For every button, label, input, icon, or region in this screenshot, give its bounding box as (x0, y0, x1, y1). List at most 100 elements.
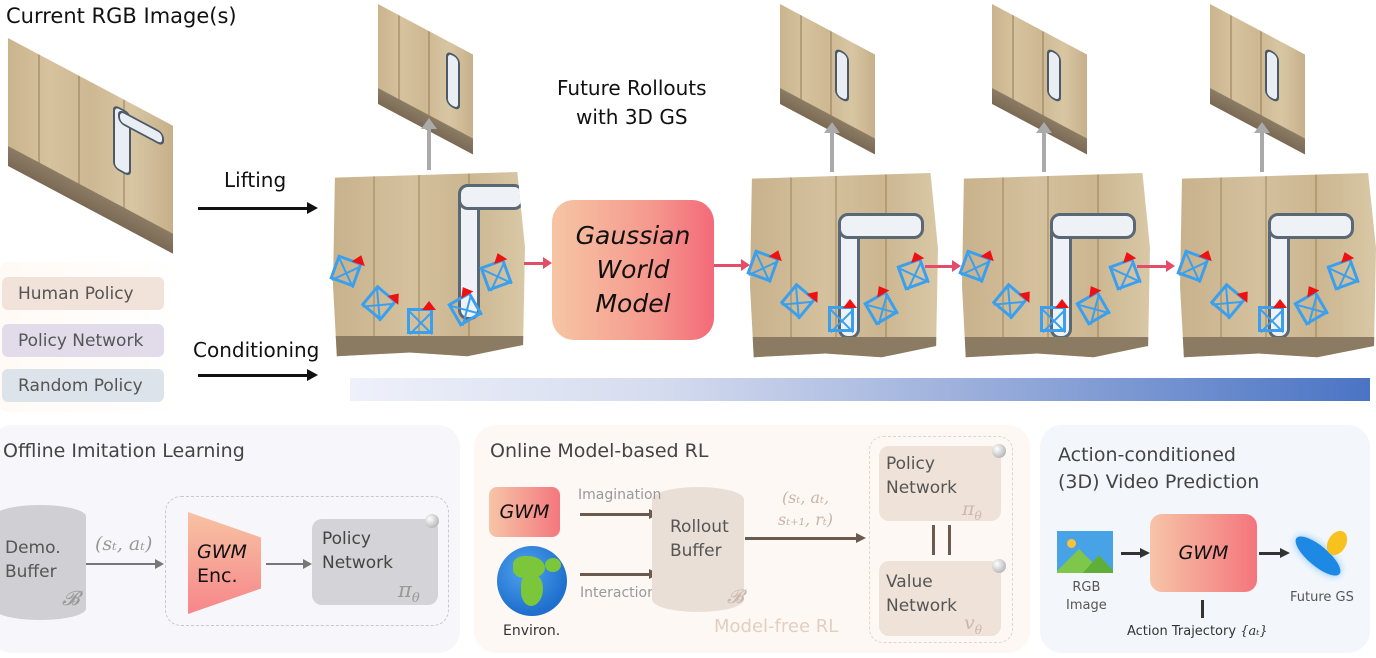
action-to-gwm-arrow (1201, 600, 1204, 618)
imagination-label: Imagination (578, 487, 662, 503)
rgb-image-label: RGB Image (1066, 579, 1107, 615)
buffer-to-encoder-arrow (86, 559, 164, 569)
demo-buffer-cylinder (0, 505, 86, 620)
theta-sub: θ (974, 622, 982, 637)
online-policy-network-box[interactable] (879, 446, 1001, 521)
render-arrow-2 (1036, 122, 1052, 172)
current-rgb-title: Current RGB Image(s) (6, 4, 237, 28)
v-symbol: v (964, 612, 975, 634)
online-policy-label: Policy Network (886, 452, 957, 500)
online-policy-line1: Policy (886, 454, 935, 474)
action-trajectory-text: Action Trajectory (1127, 624, 1237, 639)
camera-frustum-icon (407, 301, 436, 334)
offline-policy-line1: Policy (322, 529, 371, 549)
lifting-label: Lifting (224, 168, 287, 192)
camera-frustum-icon (828, 299, 857, 332)
knob-icon (992, 444, 1006, 458)
rollout-buffer-label: Rollout Buffer (670, 515, 729, 563)
value-symbol: vθ (964, 612, 982, 637)
gwm-encoder-label: GWM Enc. (197, 540, 247, 588)
online-rl-title: Online Model-based RL (490, 440, 709, 462)
value-line2: Network (886, 596, 957, 616)
rendered-view-0 (378, 4, 473, 155)
rgb-line2: Image (1066, 598, 1107, 613)
gaussian-scene-1 (750, 173, 938, 358)
video-gwm-box[interactable]: GWM (1150, 514, 1257, 592)
flow-arrow-between-frames (925, 260, 961, 272)
online-policy-symbol: πθ (962, 498, 982, 523)
model-free-rl-group (869, 436, 1013, 643)
future-rollouts-label: Future Rollouts with 3D GS (557, 74, 707, 132)
human-policy-option[interactable]: Human Policy (2, 277, 164, 310)
gwm-line2: World (596, 255, 670, 284)
gwm-line1: Gaussian (575, 221, 691, 250)
gwm-to-gs-arrow (1259, 548, 1290, 558)
rollout-buffer-line1: Rollout (670, 517, 729, 537)
encoder-policy-group (165, 496, 449, 626)
buffer-to-policy-arrow (745, 533, 866, 543)
online-gwm-box[interactable]: GWM (489, 487, 560, 537)
render-arrow-3 (1254, 122, 1270, 172)
demo-buffer-line2: Buffer (5, 562, 57, 582)
rollout-buffer-symbol: 𝓑 (727, 586, 744, 608)
offline-policy-symbol: πθ (398, 578, 420, 606)
time-progress-bar (350, 378, 1370, 401)
theta-sub: θ (974, 508, 982, 523)
imagination-arrow (580, 509, 659, 519)
pi-symbol: π (398, 578, 412, 602)
interaction-arrow (580, 569, 659, 579)
rollout-buffer-line2: Buffer (670, 541, 722, 561)
knob-icon (992, 559, 1006, 573)
rgb-image-icon (1057, 531, 1113, 573)
current-rgb-image (8, 38, 173, 254)
video-pred-title-line1: Action-conditioned (1058, 444, 1236, 466)
camera-frustum-icon (1040, 299, 1069, 332)
future-gs-icon (1290, 527, 1352, 584)
lifting-arrow (198, 202, 318, 214)
value-network-box[interactable] (879, 561, 1001, 636)
encoder-to-policy-arrow (266, 559, 312, 569)
camera-frustum-icon (1258, 299, 1287, 332)
transition-tuple-label: (sₜ, aₜ, sₜ₊₁, rₜ) (778, 487, 833, 531)
state-action-label: (sₜ, aₜ) (95, 533, 153, 555)
conditioning-label: Conditioning (193, 338, 320, 362)
offline-policy-label: Policy Network (322, 527, 393, 575)
flow-arrow-to-gwm (524, 257, 552, 269)
future-rollouts-line1: Future Rollouts (557, 76, 707, 100)
offline-policy-line2: Network (322, 553, 393, 573)
gaussian-world-model-box[interactable]: Gaussian World Model (552, 200, 714, 340)
render-arrow-0 (421, 118, 437, 170)
demo-buffer-label: Demo. Buffer (5, 536, 61, 584)
policy-to-value-arrow (932, 525, 935, 555)
value-to-policy-arrow (948, 525, 951, 555)
value-line1: Value (886, 572, 933, 592)
globe-icon (497, 546, 567, 616)
rgb-line1: RGB (1072, 580, 1101, 595)
pi-symbol: π (962, 498, 975, 520)
video-pred-title: Action-conditioned (3D) Video Prediction (1058, 442, 1259, 496)
render-arrow-1 (824, 122, 840, 172)
action-trajectory-label: Action Trajectory {aₜ} (1127, 624, 1268, 639)
future-rollouts-line2: with 3D GS (576, 105, 688, 129)
offline-policy-network-box[interactable] (312, 519, 438, 605)
encoder-line2: Enc. (197, 565, 238, 587)
value-network-label: Value Network (886, 570, 957, 618)
conditioning-arrow (198, 369, 318, 381)
environment-label: Environ. (503, 623, 561, 639)
policy-network-option[interactable]: Policy Network (2, 324, 164, 357)
gwm-line3: Model (595, 289, 671, 318)
rgb-to-gwm-arrow (1121, 548, 1150, 558)
model-free-rl-label: Model-free RL (714, 616, 839, 637)
demo-buffer-symbol: 𝓑 (62, 586, 80, 610)
rollout-buffer-cylinder (652, 487, 744, 612)
future-gs-label: Future GS (1290, 590, 1354, 605)
random-policy-option[interactable]: Random Policy (2, 369, 164, 402)
theta-sub: θ (411, 591, 420, 607)
flow-arrow-between-frames (1137, 260, 1175, 272)
offline-il-title: Offline Imitation Learning (3, 440, 245, 462)
tuple-line1: (sₜ, aₜ, (781, 488, 830, 507)
knob-icon (425, 514, 439, 528)
video-pred-title-line2: (3D) Video Prediction (1058, 471, 1260, 493)
action-trajectory-math: {aₜ} (1240, 624, 1268, 639)
encoder-line1: GWM (197, 541, 247, 563)
